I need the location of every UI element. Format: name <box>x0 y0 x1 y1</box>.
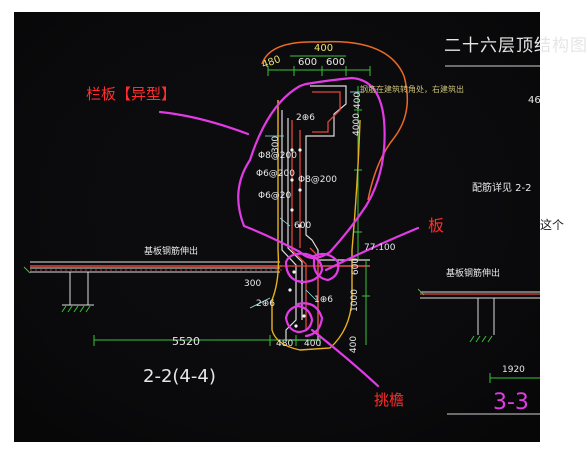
dim-300-low: 300 <box>244 279 262 289</box>
rebar-6-200: Φ6@20 <box>258 191 292 201</box>
rebar-6-200-b: Φ6@200 <box>256 169 295 179</box>
railing-highlight <box>237 76 386 260</box>
drawing-title: 二十六层顶结构图 <box>444 36 588 56</box>
slab-circle-2 <box>312 252 340 282</box>
section-label-2: 3-3 <box>493 390 529 415</box>
rebar-8-200: Φ8@200 <box>258 151 297 161</box>
section-label: 2-2(4-4) <box>143 366 216 387</box>
side-text: 这个 <box>540 218 565 232</box>
left-slab <box>30 261 280 306</box>
dim-400-bot: 400 <box>304 339 322 349</box>
annotation-eave: 挑檐 <box>374 391 405 409</box>
note-top: 钢筋在建筑转角处，右建筑出 <box>360 85 464 94</box>
dim-600-v: 600 <box>351 257 362 276</box>
dim-600-top: 600 <box>298 57 318 68</box>
dim-400-right: 400 <box>349 335 360 354</box>
dim-196: 1⊕6 <box>314 295 333 305</box>
dim-1000: 1000 <box>349 289 360 312</box>
dim-600-mid: 600 <box>294 221 312 231</box>
note-46: 46 <box>528 95 541 106</box>
rebar-8-200-b: Φ8@200 <box>298 175 337 185</box>
note-right: 配筋详见 2-2 <box>472 183 532 194</box>
annotation-slab: 板 <box>428 216 445 235</box>
note-slab-a: 基板钢筋伸出 <box>144 247 199 257</box>
dim-400-top: 400 <box>314 43 334 54</box>
annotation-railing: 栏板【异型】 <box>86 85 177 103</box>
dim-4000: 4000 <box>351 113 362 136</box>
dim-246-a: 2⊕6 <box>296 113 315 123</box>
note-slab-b: 基板钢筋伸出 <box>446 269 501 279</box>
dim-246-b: 2⊕6 <box>256 299 275 309</box>
eave-leader <box>310 328 380 388</box>
dim-1920: 1920 <box>502 365 525 375</box>
slab-leader <box>324 226 420 272</box>
dim-400-v: 400 <box>353 91 364 110</box>
eave-circle-2 <box>296 302 324 338</box>
eave-circle <box>284 304 314 334</box>
dim-600-top-2: 600 <box>326 57 346 68</box>
railing-leader <box>158 110 250 136</box>
dim-5520: 5520 <box>172 335 200 348</box>
dim-77100: 77.100 <box>364 243 396 253</box>
cad-drawing-photo <box>14 12 540 442</box>
dim-480-bot: 480 <box>276 339 294 349</box>
slab-circle <box>284 252 324 284</box>
